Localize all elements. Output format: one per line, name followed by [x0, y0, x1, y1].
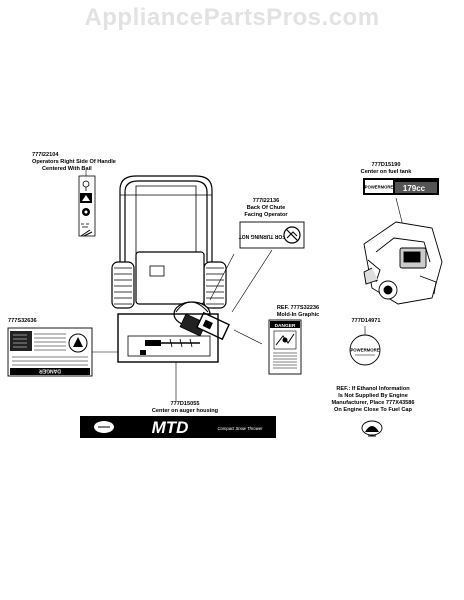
engine-brand-decal: POWERMORE	[349, 334, 381, 366]
left-wheel	[111, 261, 135, 309]
no-hands-icon	[283, 226, 301, 244]
site-watermark: AppliancePartsPros.com	[84, 4, 380, 31]
label-line: Facing Operator	[244, 212, 288, 218]
label-auger-decal: 777D15055 Center on auger housing	[140, 401, 230, 415]
label-handle-decal: 777I22104 Operators Right Side Of Handle…	[32, 152, 142, 173]
danger-header: DANGER	[275, 323, 296, 329]
fuel-cap-decal-icon	[361, 420, 383, 437]
pull-cord-icon	[80, 229, 93, 237]
label-left-decal: 777S32636	[8, 318, 58, 325]
part-number: 777D14971	[351, 318, 381, 324]
hazard-icon	[68, 333, 88, 353]
label-line: Manufacturer, Place 777X43586	[331, 400, 415, 406]
handle-frame	[119, 175, 213, 262]
engine-brand-text: POWERMORE	[350, 348, 379, 353]
auger-brand-decal: MTD Compact Snow Thrower	[80, 416, 276, 438]
fuel-tank-decal: POWERMORE 179cc	[363, 178, 439, 195]
label-engine-decal: 777D14971	[336, 318, 396, 325]
fuel-tank-brand: POWERMORE	[365, 185, 394, 190]
ignition-key-icon	[82, 180, 90, 191]
label-line: Center on auger housing	[151, 408, 219, 414]
part-number: 777I22136	[252, 198, 280, 204]
left-safety-decal: DANGER	[7, 327, 93, 377]
part-number: 777I22104	[32, 152, 59, 158]
auger-housing	[117, 313, 219, 363]
label-fuel-tank-decal: 777D15190 Center on fuel tank	[336, 162, 436, 176]
label-line: Operators Right Side Of Handle	[32, 159, 116, 165]
handle-decal-strip	[78, 175, 96, 237]
label-moldin-graphic: REF. 777S32236 Mold-In Graphic	[258, 305, 338, 319]
primer-icon	[82, 208, 90, 216]
auger-hazard-icon	[273, 330, 297, 350]
label-ethanol-note: REF.: If Ethanol Information Is Not Supp…	[318, 386, 428, 414]
label-line: Is Not Supplied By Engine	[338, 393, 408, 399]
fuel-tank-cc: 179cc	[403, 184, 426, 193]
moldin-danger-graphic: DANGER	[268, 319, 302, 375]
auger-tagline: Compact Snow Thrower	[218, 426, 264, 431]
label-line: REF.: If Ethanol Information	[336, 386, 410, 392]
part-number: REF. 777S32236	[276, 305, 320, 311]
engine	[363, 221, 443, 305]
part-number: 777D15055	[170, 401, 200, 407]
chute-warning-decal: FOR TURNING NOT	[239, 221, 305, 249]
label-line: On Engine Close To Fuel Cap	[334, 407, 412, 413]
start-icon	[81, 223, 89, 228]
label-line: Back Of Chute	[246, 205, 286, 211]
chute-warning-text: FOR TURNING NOT	[239, 233, 286, 239]
choke-icon	[80, 193, 92, 203]
label-chute-decal: 777I22136 Back Of Chute Facing Operator	[226, 198, 306, 219]
left-danger-text: DANGER	[39, 368, 61, 374]
part-number: 777S32636	[8, 318, 37, 324]
part-number: 777D15190	[371, 162, 401, 168]
body-housing	[135, 251, 205, 305]
label-line: Center on fuel tank	[360, 169, 412, 175]
right-wheel	[203, 261, 227, 309]
label-line: Centered With Bail	[42, 166, 92, 172]
label-line: Mold-In Graphic	[276, 312, 320, 318]
auger-brand-text: MTD	[152, 418, 189, 437]
